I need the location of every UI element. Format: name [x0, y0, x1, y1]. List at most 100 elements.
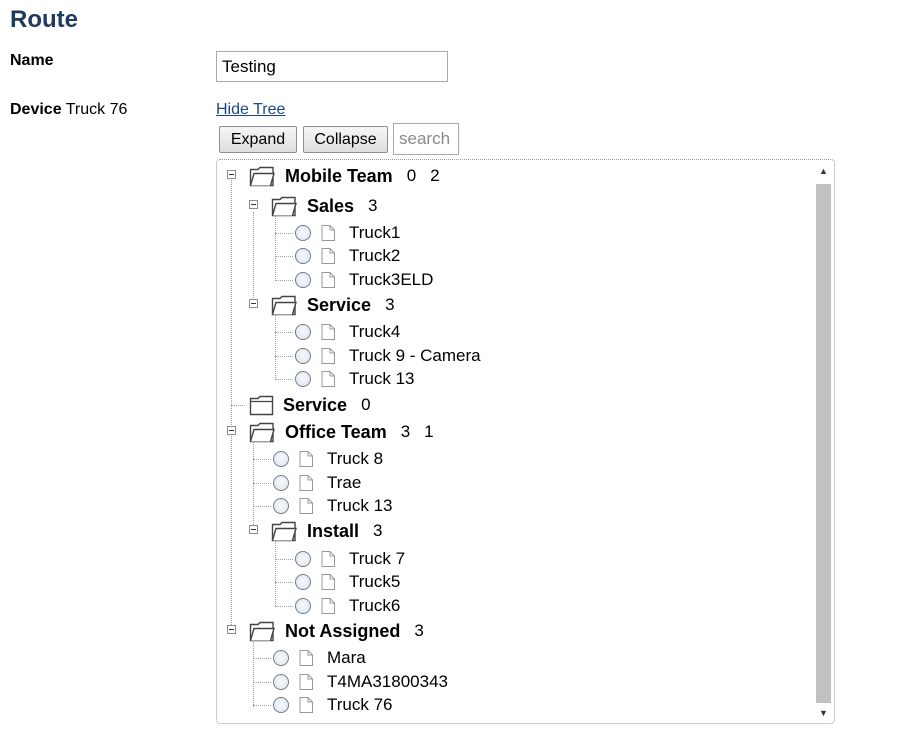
tree-device-item[interactable]: Trae — [273, 472, 361, 494]
scroll-up-arrow-icon[interactable]: ▲ — [819, 165, 828, 176]
tree-device-item[interactable]: Truck6 — [295, 595, 400, 617]
select-radio[interactable] — [295, 574, 311, 590]
select-radio[interactable] — [273, 451, 289, 467]
device-label: Device — [10, 101, 62, 118]
group-label: Service — [307, 294, 372, 315]
device-label: Truck 8 — [327, 449, 384, 468]
select-radio[interactable] — [295, 371, 311, 387]
select-radio[interactable] — [273, 475, 289, 491]
tree-line — [231, 405, 245, 406]
folder-open-icon — [271, 521, 297, 542]
group-label: Mobile Team — [285, 165, 393, 186]
tree-device-item[interactable]: Truck 8 — [273, 448, 383, 470]
expand-button[interactable]: Expand — [219, 126, 297, 153]
name-label: Name — [10, 52, 54, 69]
tree-device-item[interactable]: Truck2 — [295, 245, 400, 267]
group-label: Office Team — [285, 421, 387, 442]
collapse-toggle-install[interactable] — [249, 525, 258, 534]
tree-scrollbar[interactable]: ▲ ▼ — [815, 162, 832, 721]
tree-line — [275, 540, 276, 606]
tree-group-sales[interactable]: Sales 3 — [271, 195, 378, 217]
tree-device-item[interactable]: Mara — [273, 647, 366, 669]
file-icon — [299, 650, 313, 666]
scroll-thumb[interactable] — [816, 184, 831, 703]
tree-line — [231, 177, 232, 631]
select-radio[interactable] — [273, 674, 289, 690]
tree-device-item[interactable]: Truck 13 — [295, 368, 415, 390]
hide-tree-link[interactable]: Hide Tree — [216, 101, 286, 118]
select-radio[interactable] — [295, 225, 311, 241]
select-radio[interactable] — [295, 248, 311, 264]
tree-line — [253, 459, 271, 460]
tree-line — [275, 215, 276, 281]
file-icon — [321, 574, 335, 590]
group-label: Service — [283, 394, 348, 415]
tree-line — [253, 506, 271, 507]
tree-device-item[interactable]: Truck 76 — [273, 694, 393, 716]
select-radio[interactable] — [295, 551, 311, 567]
tree-device-item[interactable]: Truck1 — [295, 222, 400, 244]
group-label: Sales — [307, 195, 355, 216]
select-radio[interactable] — [273, 697, 289, 713]
select-radio[interactable] — [295, 272, 311, 288]
folder-closed-icon — [249, 395, 274, 416]
tree-line — [275, 379, 293, 380]
group-count: 1 — [424, 422, 434, 441]
file-icon — [321, 348, 335, 364]
group-count: 3 — [385, 295, 395, 314]
select-radio[interactable] — [295, 348, 311, 364]
group-count: 3 — [400, 422, 411, 441]
select-radio[interactable] — [273, 650, 289, 666]
tree-device-item[interactable]: Truck5 — [295, 571, 400, 593]
tree-device-item[interactable]: T4MA31800343 — [273, 671, 448, 693]
scroll-down-arrow-icon[interactable]: ▼ — [819, 707, 828, 718]
tree-device-item[interactable]: Truck3ELD — [295, 269, 433, 291]
tree-line — [275, 332, 293, 333]
device-label: Truck6 — [349, 596, 401, 615]
tree-group-not-assigned[interactable]: Not Assigned 3 — [249, 620, 424, 642]
tree-line — [253, 682, 271, 683]
tree-device-item[interactable]: Truck 7 — [295, 548, 405, 570]
device-label: Truck 13 — [349, 369, 415, 388]
file-icon — [321, 324, 335, 340]
tree-device-item[interactable]: Truck 13 — [273, 495, 393, 517]
collapse-toggle-office-team[interactable] — [227, 426, 236, 435]
tree-group-mobile-team[interactable]: Mobile Team 0 2 — [249, 165, 440, 187]
tree-line — [253, 212, 254, 306]
search-input[interactable] — [393, 123, 459, 155]
device-label: Truck 13 — [327, 496, 393, 515]
select-radio[interactable] — [295, 598, 311, 614]
tree-line — [275, 280, 293, 281]
collapse-toggle-not-assigned[interactable] — [227, 625, 236, 634]
collapse-toggle-mobile-team[interactable] — [227, 170, 236, 179]
device-label: Truck5 — [349, 572, 401, 591]
select-radio[interactable] — [295, 324, 311, 340]
device-label: Truck 7 — [349, 549, 406, 568]
file-icon — [321, 248, 335, 264]
group-count: 3 — [373, 521, 383, 540]
file-icon — [321, 225, 335, 241]
collapse-button[interactable]: Collapse — [303, 126, 388, 153]
collapse-toggle-sales[interactable] — [249, 200, 258, 209]
tree-device-item[interactable]: Truck4 — [295, 321, 400, 343]
tree-group-install[interactable]: Install 3 — [271, 520, 382, 542]
select-radio[interactable] — [273, 498, 289, 514]
device-label: T4MA31800343 — [327, 672, 448, 691]
group-label: Install — [307, 520, 360, 541]
tree-line — [253, 705, 271, 706]
tree-device-item[interactable]: Truck 9 - Camera — [295, 345, 481, 367]
tree-group-service[interactable]: Service 0 — [249, 394, 371, 416]
file-icon — [299, 697, 313, 713]
name-input[interactable] — [216, 51, 448, 82]
file-icon — [299, 475, 313, 491]
device-label: Truck2 — [349, 246, 401, 265]
collapse-toggle-service-sub[interactable] — [249, 299, 258, 308]
tree-group-service-sub[interactable]: Service 3 — [271, 294, 395, 316]
file-icon — [321, 272, 335, 288]
file-icon — [299, 451, 313, 467]
tree-line — [275, 233, 293, 234]
device-label: Trae — [327, 473, 362, 492]
tree-group-office-team[interactable]: Office Team 3 1 — [249, 421, 434, 443]
device-tree[interactable]: Mobile Team 0 2 Sales 3 Truck1 Truck2 Tr… — [216, 159, 835, 724]
device-label: Mara — [327, 648, 366, 667]
